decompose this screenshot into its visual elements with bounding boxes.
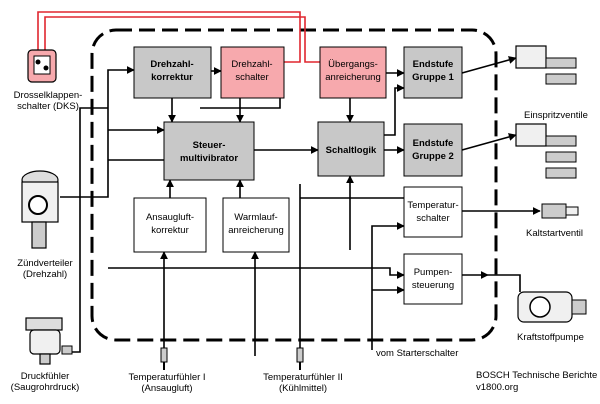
box-warmlaufanreicherung: Warmlauf- anreicherung [222, 197, 290, 253]
temperature-sensor-2-icon [296, 347, 304, 370]
kraftstoffpumpe-label: Kraftstoffpumpe [517, 332, 584, 343]
box-temperaturschalter-line1: Temperatur- [407, 200, 458, 211]
kaltstartventil-label: Kaltstartventil [526, 228, 583, 239]
throttle-switch-wires [37, 11, 320, 63]
source-line1: BOSCH Technische Berichte [476, 370, 597, 381]
box-endstufe2-line2: Gruppe 2 [412, 151, 454, 162]
injector-icons [515, 45, 577, 179]
distributor-icon [21, 170, 59, 249]
box-uebergangsanreicherung-line2: anreicherung [325, 72, 380, 83]
box-pumpensteuerung-line2: steuerung [412, 280, 454, 291]
box-uebergangsanreicherung: Übergangs- anreicherung [319, 46, 387, 99]
box-endstufe2-line1: Endstufe [413, 138, 454, 149]
dks-label-line2: schalter (DKS) [17, 101, 79, 112]
source-line2: v1800.org [476, 382, 518, 393]
box-ansaugluft-line1: Ansaugluft- [146, 212, 194, 223]
box-pumpensteuerung-line1: Pumpen- [414, 267, 453, 278]
box-drehzahlkorrektur-line1: Drehzahl- [150, 59, 193, 70]
temp2-label-line1: Temperaturfühler II [263, 372, 343, 383]
cold-start-valve-icon [541, 203, 579, 219]
box-warmlauf-line1: Warmlauf- [234, 212, 277, 223]
starterschalter-label: vom Starterschalter [376, 348, 458, 359]
druckfuehler-label-line2: (Saugrohrdruck) [11, 382, 80, 393]
box-warmlauf-line2: anreicherung [228, 225, 283, 236]
fuel-pump-icon [517, 291, 587, 323]
box-steuermultivibrator: Steuer- multivibrator [163, 121, 255, 181]
box-ansaugluftkorrektur: Ansaugluft- korrektur [133, 197, 207, 253]
signal-lines [60, 56, 541, 356]
box-endstufe1-line2: Gruppe 1 [412, 72, 454, 83]
box-multivibrator-line2: multivibrator [180, 153, 238, 164]
zuendverteiler-label-line1: Zündverteiler [17, 258, 72, 269]
temp1-label-line2: (Ansaugluft) [141, 383, 192, 394]
temp2-label-line2: (Kühlmittel) [279, 383, 327, 394]
temperature-sensor-1-icon [160, 347, 168, 370]
box-pumpensteuerung: Pumpen- steuerung [403, 253, 463, 305]
druckfuehler-label-line1: Druckfühler [21, 371, 70, 382]
dks-label-line1: Drosselklappen- [14, 90, 83, 101]
box-uebergangsanreicherung-line1: Übergangs- [328, 59, 378, 70]
box-multivibrator-line1: Steuer- [193, 140, 226, 151]
box-ansaugluft-line2: korrektur [151, 225, 188, 236]
box-endstufe-gruppe1: Endstufe Gruppe 1 [403, 46, 463, 99]
box-drehzahlkorrektur: Drehzahl- korrektur [133, 46, 212, 99]
box-temperaturschalter: Temperatur- schalter [403, 186, 463, 238]
zuendverteiler-label-line2: (Drehzahl) [23, 269, 67, 280]
einspritzventile-label: Einspritzventile [524, 110, 588, 121]
box-drehzahlkorrektur-line2: korrektur [151, 72, 193, 83]
box-drehzahlschalter-line2: schalter [235, 72, 268, 83]
box-drehzahlschalter-line1: Drehzahl- [231, 59, 272, 70]
box-schaltlogik: Schaltlogik [317, 121, 385, 177]
box-temperaturschalter-line2: schalter [416, 213, 449, 224]
box-drehzahlschalter: Drehzahl- schalter [220, 46, 285, 99]
box-endstufe-gruppe2: Endstufe Gruppe 2 [403, 123, 463, 177]
box-schaltlogik-label: Schaltlogik [326, 145, 377, 156]
temp1-label-line1: Temperaturfühler I [128, 372, 205, 383]
pressure-sensor-icon [25, 317, 73, 365]
box-endstufe1-line1: Endstufe [413, 59, 454, 70]
throttle-switch-icon [27, 49, 57, 83]
